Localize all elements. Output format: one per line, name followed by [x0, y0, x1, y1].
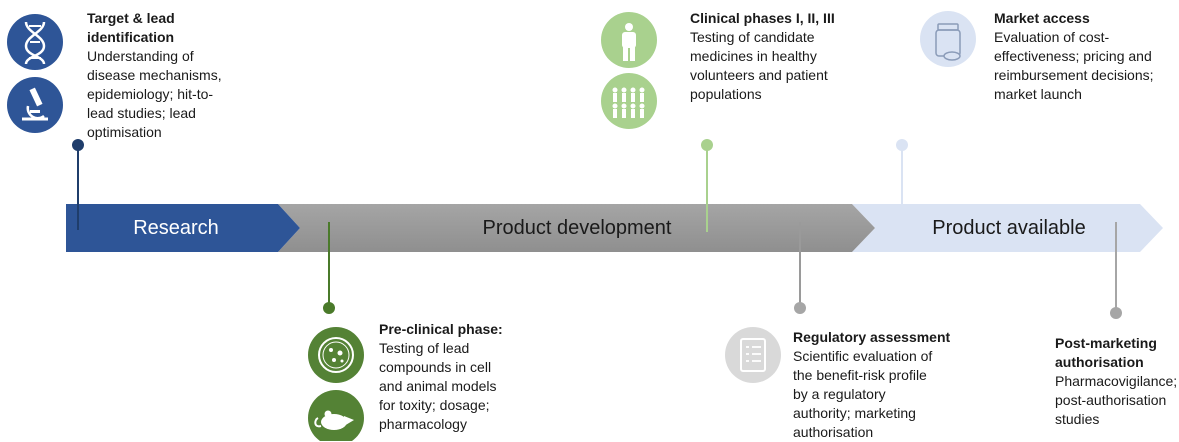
step-clinical-phases: Clinical phases I, II, III Testing of ca…: [690, 9, 835, 104]
microscope-icon: [7, 77, 63, 133]
step-description: Testing of candidate medicines in health…: [690, 29, 828, 102]
step-market-access: Market access Evaluation of cost- effect…: [994, 9, 1154, 104]
checklist-icon: [725, 327, 781, 383]
step-title: Pre-clinical phase:: [379, 321, 503, 337]
product-development-arrow: [278, 204, 875, 252]
dna-icon: [7, 14, 63, 70]
step-description: Testing of lead compounds in cell and an…: [379, 340, 497, 432]
product-development-label: Product development: [482, 217, 671, 239]
step-description: Understanding of disease mechanisms, epi…: [87, 48, 222, 140]
step-description: Evaluation of cost- effectiveness; prici…: [994, 29, 1154, 102]
product-available-label: Product available: [932, 217, 1085, 239]
petri-dish-icon: [308, 327, 364, 383]
step-title: Clinical phases I, II, III: [690, 10, 835, 26]
mouse-icon: [308, 390, 364, 441]
step-title: Post-marketing authorisation: [1055, 335, 1157, 370]
product-available-arrow: [852, 204, 1163, 252]
step-title: Regulatory assessment: [793, 329, 951, 345]
step-post-marketing: Post-marketing authorisation Pharmacovig…: [1055, 334, 1177, 429]
step-title: Target & lead identification: [87, 10, 175, 45]
step-description: Scientific evaluation of the benefit-ris…: [793, 348, 933, 440]
step-target-lead: Target & lead identification Understandi…: [87, 9, 222, 142]
research-arrow: [66, 204, 300, 252]
step-title: Market access: [994, 10, 1090, 26]
connector-stems: [72, 139, 1122, 319]
step-regulatory-assessment: Regulatory assessment Scientific evaluat…: [793, 328, 950, 442]
step-pre-clinical: Pre-clinical phase: Testing of lead comp…: [379, 320, 503, 434]
medicine-bottle-icon: [920, 11, 976, 67]
population-icon: [601, 73, 657, 129]
person-icon: [601, 12, 657, 68]
research-label: Research: [133, 217, 219, 239]
step-description: Pharmacovigilance; post-authorisation st…: [1055, 373, 1178, 427]
